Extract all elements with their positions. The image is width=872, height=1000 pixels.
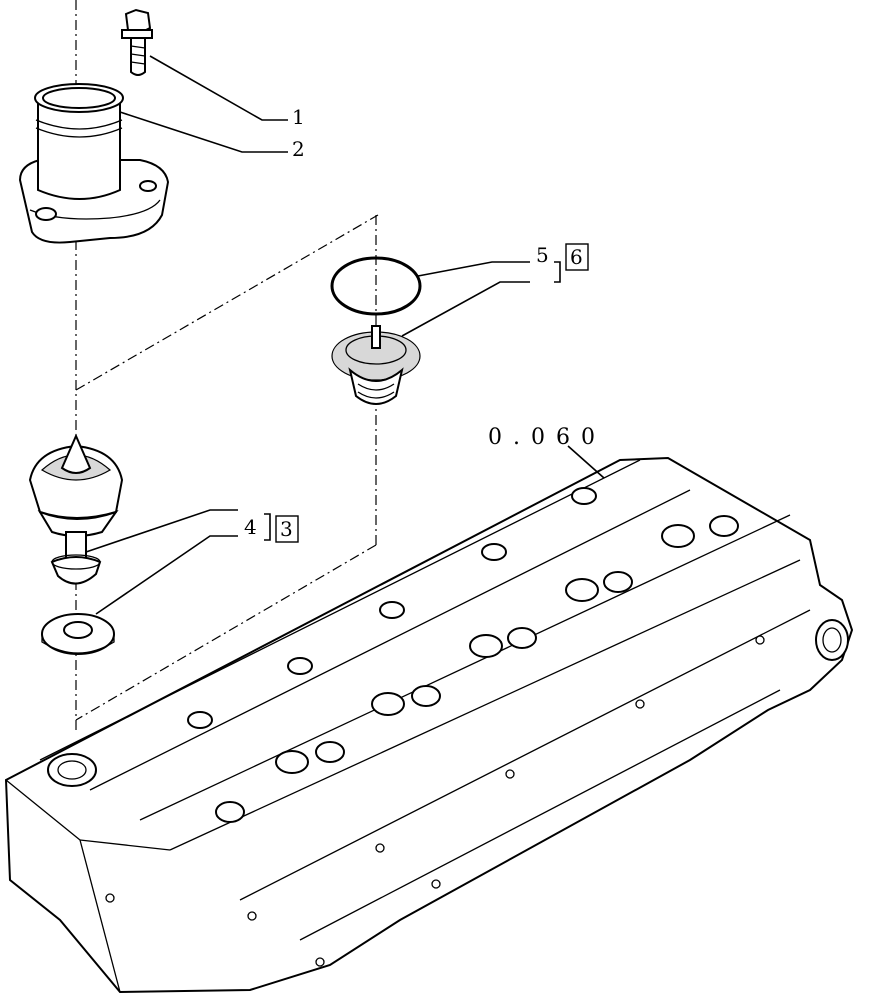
head-bolt-holes [105,635,765,967]
callout-3: 3 [280,517,293,541]
bolt-icon[interactable] [121,8,153,76]
leader-lines [85,55,605,615]
callout-4: 4 [244,515,257,539]
reference-code: 0 . 0 6 0 [488,425,597,450]
callout-labels: 1 2 5 6 4 3 0 . 0 6 0 [244,105,597,543]
callout-5: 5 [536,243,549,267]
o-ring-icon[interactable] [330,256,422,316]
callout-1: 1 [292,105,305,129]
valve-seats [47,487,849,823]
water-outlet-housing-icon[interactable] [18,83,170,244]
callout-3-box [275,515,299,543]
cylinder-head-icon [4,456,854,994]
thermostat-icon[interactable] [28,433,124,585]
callout-6-box [565,243,589,271]
callout-2: 2 [292,137,305,161]
seal-ring-icon[interactable] [41,613,115,655]
thermostat-icon-right[interactable] [331,325,421,405]
callout-6: 6 [570,245,583,269]
